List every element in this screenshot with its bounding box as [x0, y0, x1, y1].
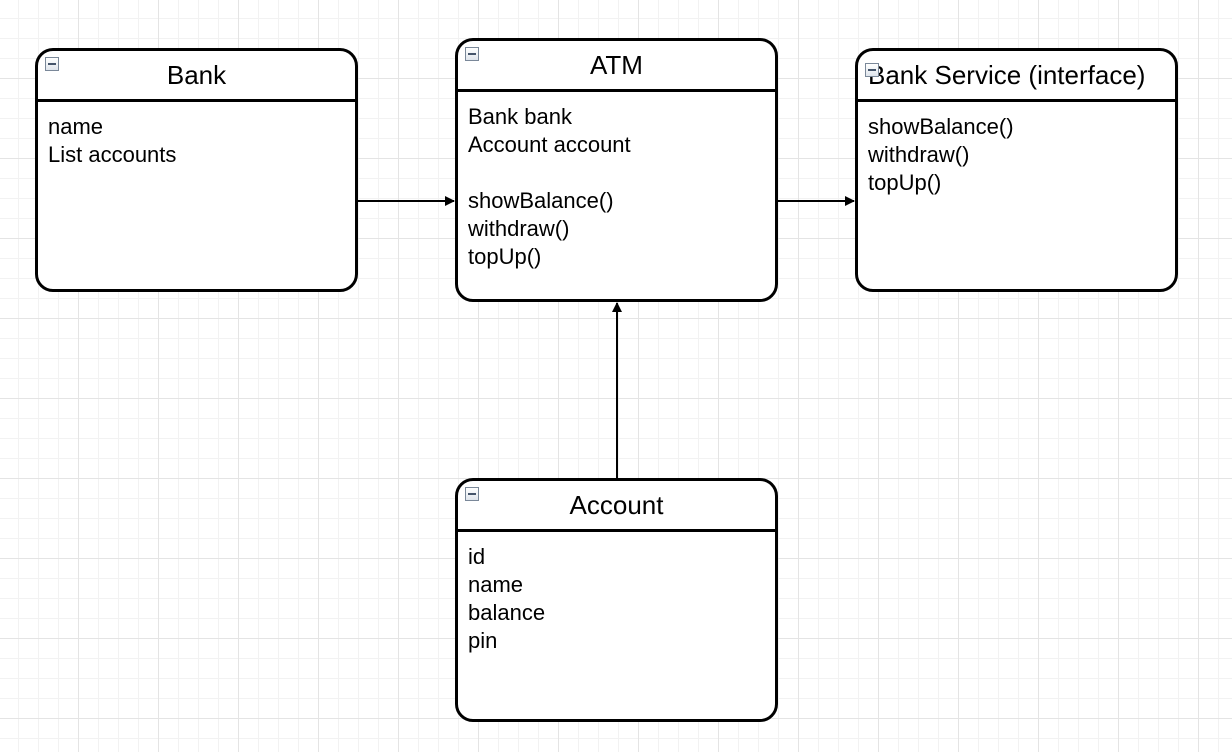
class-account-title: Account	[569, 489, 664, 520]
class-member: withdraw()	[468, 216, 570, 241]
class-account-members: id name balance pin	[458, 532, 775, 655]
class-member: List accounts	[48, 142, 177, 167]
class-bank[interactable]: Bank name List accounts	[35, 48, 358, 292]
class-member: topUp()	[868, 170, 942, 195]
class-atm[interactable]: ATM Bank bank Account account showBalanc…	[455, 38, 778, 302]
class-member: Account account	[468, 132, 631, 157]
collapse-icon[interactable]	[465, 47, 479, 61]
collapse-icon[interactable]	[45, 57, 59, 71]
class-bank-service-title: Bank Service (interface)	[868, 59, 1146, 90]
class-member: id	[468, 544, 486, 569]
class-member-spacer	[468, 159, 765, 187]
class-member: name	[48, 114, 104, 139]
class-member: pin	[468, 628, 498, 653]
class-account[interactable]: Account id name balance pin	[455, 478, 778, 722]
class-bank-members: name List accounts	[38, 102, 355, 169]
class-bank-service-members: showBalance() withdraw() topUp()	[858, 102, 1175, 197]
class-member: showBalance()	[868, 114, 1014, 139]
collapse-icon[interactable]	[465, 487, 479, 501]
class-member: Bank bank	[468, 104, 572, 129]
class-atm-members: Bank bank Account account showBalance() …	[458, 92, 775, 271]
class-member: topUp()	[468, 244, 542, 269]
class-bank-title: Bank	[166, 59, 227, 90]
class-bank-service[interactable]: Bank Service (interface) showBalance() w…	[855, 48, 1178, 292]
class-member: name	[468, 572, 524, 597]
class-member: withdraw()	[868, 142, 970, 167]
class-atm-title: ATM	[590, 49, 643, 80]
collapse-icon[interactable]	[865, 63, 879, 77]
class-atm-header[interactable]: ATM	[458, 41, 775, 92]
class-bank-service-header[interactable]: Bank Service (interface)	[858, 51, 1175, 102]
class-bank-header[interactable]: Bank	[38, 51, 355, 102]
class-member: balance	[468, 600, 546, 625]
class-member: showBalance()	[468, 188, 614, 213]
class-account-header[interactable]: Account	[458, 481, 775, 532]
